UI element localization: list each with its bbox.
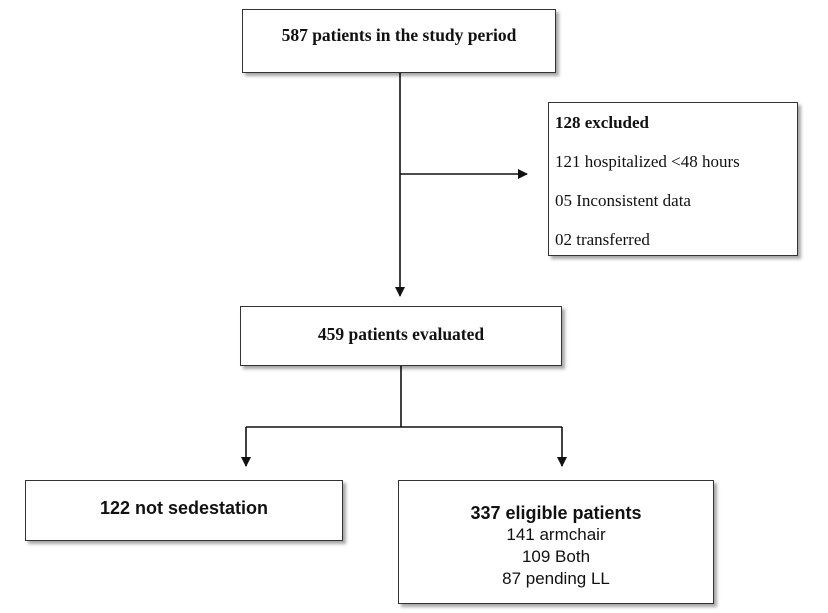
evaluated-box: 459 patients evaluated xyxy=(240,306,562,366)
excluded-title: 128 excluded xyxy=(555,113,649,132)
excluded-reason: 121 hospitalized <48 hours xyxy=(555,152,740,171)
excluded-reason: 02 transferred xyxy=(555,230,650,249)
evaluated-label: 459 patients evaluated xyxy=(317,324,485,344)
excluded-box: 128 excluded 121 hospitalized <48 hours … xyxy=(548,102,798,256)
eligible-line: 109 Both xyxy=(521,547,591,566)
not-sedestation-box: 122 not sedestation xyxy=(25,480,343,541)
study-period-label: 587 patients in the study period xyxy=(281,25,517,45)
study-period-box: 587 patients in the study period xyxy=(242,9,556,73)
excluded-reason: 05 Inconsistent data xyxy=(555,191,691,210)
eligible-box: 337 eligible patients 141 armchair 109 B… xyxy=(398,480,714,604)
eligible-line: 87 pending LL xyxy=(502,569,610,588)
not-sedestation-label: 122 not sedestation xyxy=(99,498,269,518)
eligible-line: 141 armchair xyxy=(506,525,606,544)
eligible-title: 337 eligible patients xyxy=(470,503,642,523)
